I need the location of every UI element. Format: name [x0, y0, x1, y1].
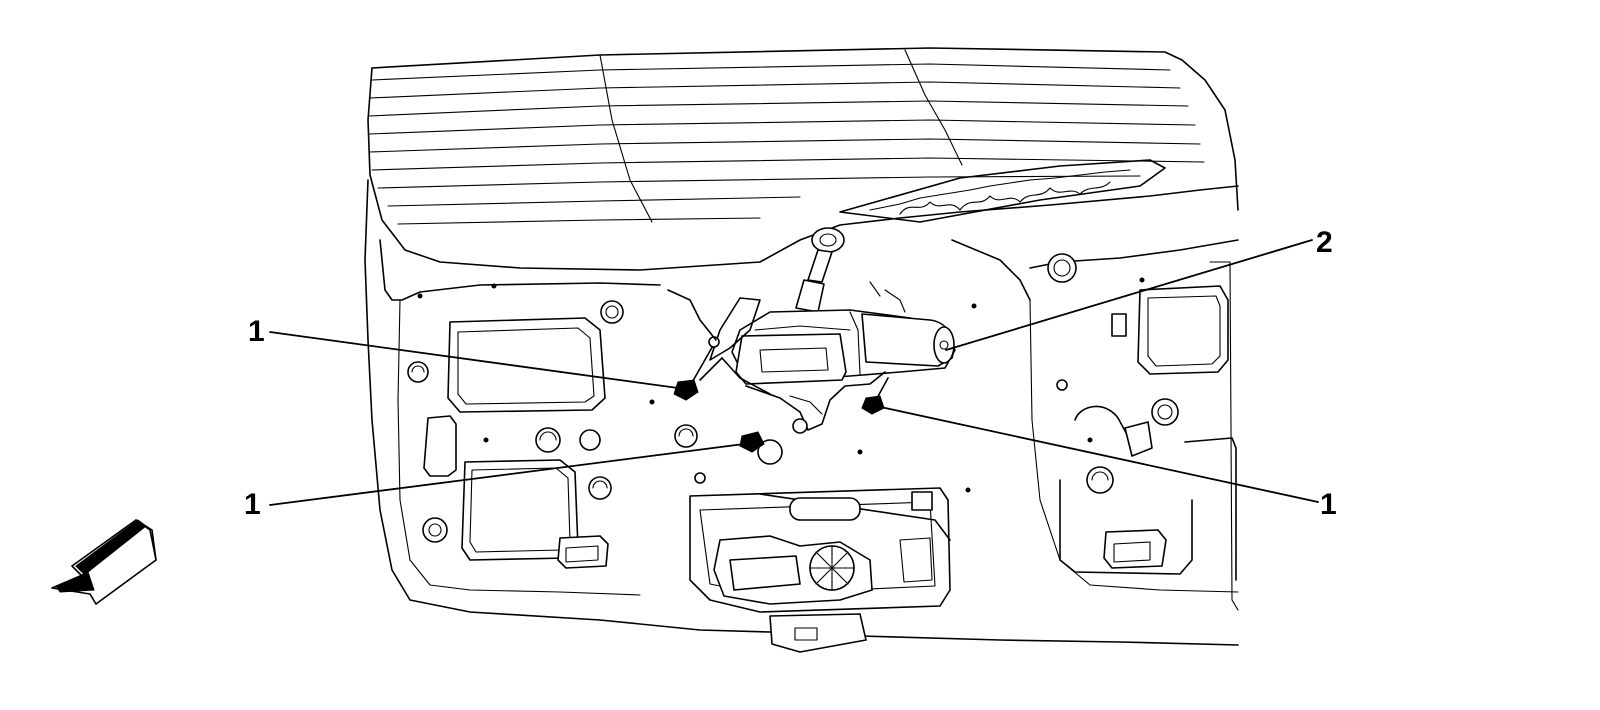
rear-wiper-motor	[667, 227, 1031, 453]
rear-window-glass	[367, 47, 1239, 271]
callout-1-lower-left: 1	[244, 488, 261, 521]
lower-housing-assembly	[689, 487, 951, 653]
callout-leaders	[269, 239, 1319, 506]
callout-1-upper-left: 1	[248, 315, 265, 348]
front-direction-arrow-icon	[51, 519, 157, 605]
callout-1-right: 1	[1320, 488, 1337, 521]
callout-2-wiper-motor: 2	[1316, 226, 1333, 259]
liftgate-inner-panel	[364, 179, 1239, 646]
